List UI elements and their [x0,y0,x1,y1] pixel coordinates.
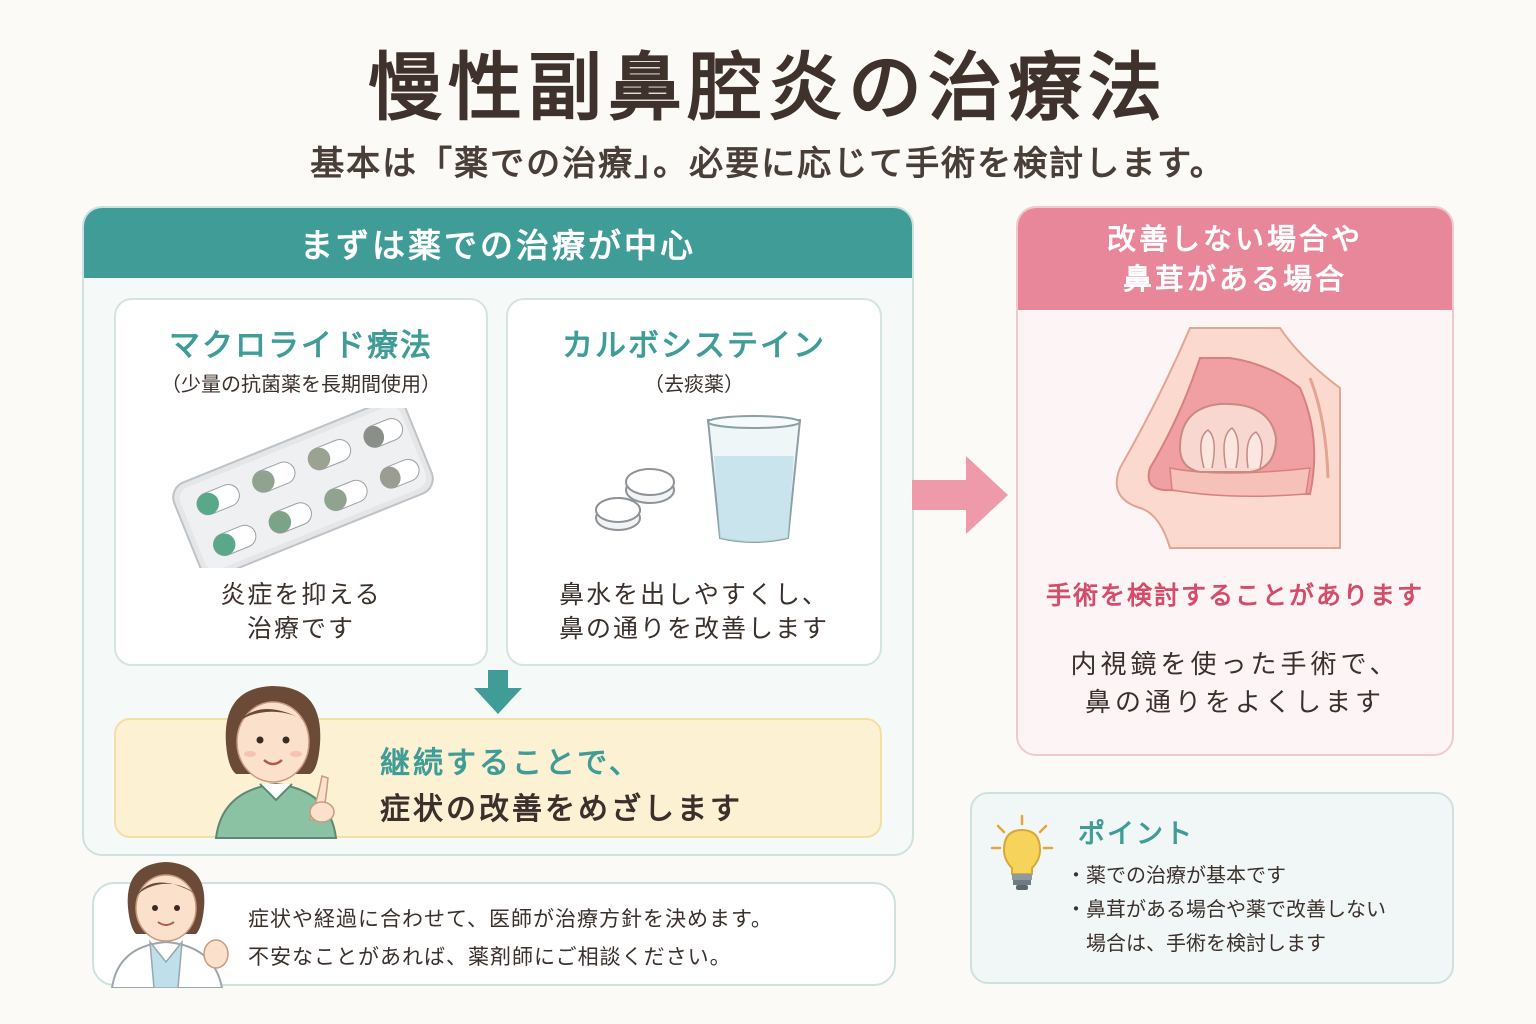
macrolide-description: 炎症を抑える 治療です [116,578,486,646]
page-subtitle: 基本は「薬での治療」。必要に応じて手術を検討します。 [310,144,1226,184]
carbocisteine-subtitle: （去痰薬） [644,372,744,396]
surgery-note: 手術を検討することがあります [1045,581,1424,610]
advice-text: 症状や経過に合わせて、医師が治療方針を決めます。 不安なことがあれば、薬剤師にご… [248,900,773,976]
advice-line: 症状や経過に合わせて、医師が治療方針を決めます。 [248,907,773,931]
nose-cross-section-icon [1115,327,1341,549]
surgery-heading-line-1: 改善しない場合や [1106,222,1363,256]
macrolide-desc-line: 炎症を抑える [220,580,382,609]
point-item: ・薬での治療が基本です [1066,863,1286,887]
doctor-icon [110,862,229,988]
point-item-continuation: 場合は、手術を検討します [1086,931,1326,955]
down-arrow-icon [474,670,522,714]
macrolide-title: マクロライド療法 [169,328,433,364]
surgery-desc-line: 鼻の通りをよくします [1084,688,1385,718]
surgery-desc-line: 内視鏡を使った手術で、 [1070,650,1400,680]
advice-line: 不安なことがあれば、薬剤師にご相談ください。 [248,945,732,969]
point-box [970,792,1454,984]
pill-blister-icon [172,408,434,568]
page-title: 慢性副鼻腔炎の治療法 [368,45,1168,131]
macrolide-subtitle: （少量の抗菌薬を長期間使用） [161,372,441,396]
surgery-panel-heading: 改善しない場合や 鼻茸がある場合 [1018,208,1452,310]
continuation-line-1: 継続することで、 [380,746,642,781]
surgery-description: 内視鏡を使った手術で、 鼻の通りをよくします [1016,646,1454,722]
lightbulb-icon [990,814,1054,890]
point-title: ポイント [1078,819,1194,850]
point-item: ・鼻茸がある場合や薬で改善しない [1066,897,1386,921]
tablets-and-water-icon [595,415,802,543]
point-list: ・薬での治療が基本です ・鼻茸がある場合や薬で改善しない 場合は、手術を検討しま… [1066,858,1386,960]
carbocisteine-title: カルボシステイン [562,328,826,364]
surgery-heading-line-2: 鼻茸がある場合 [1122,262,1347,296]
carbocisteine-desc-line: 鼻水を出しやすくし、 [559,580,829,609]
carbocisteine-card: カルボシステイン （去痰薬） 鼻水を出しやすくし、 鼻の通りを改善します [506,298,882,666]
carbocisteine-description: 鼻水を出しやすくし、 鼻の通りを改善します [508,578,880,646]
macrolide-desc-line: 治療です [246,614,355,643]
advice-note [92,882,896,986]
continuation-line-2: 症状の改善をめざします [380,792,743,827]
pharmacist-icon [214,686,338,839]
right-arrow-icon [912,456,1008,534]
medication-panel-heading: まずは薬での治療が中心 [84,208,912,278]
carbocisteine-desc-line: 鼻の通りを改善します [558,614,829,643]
